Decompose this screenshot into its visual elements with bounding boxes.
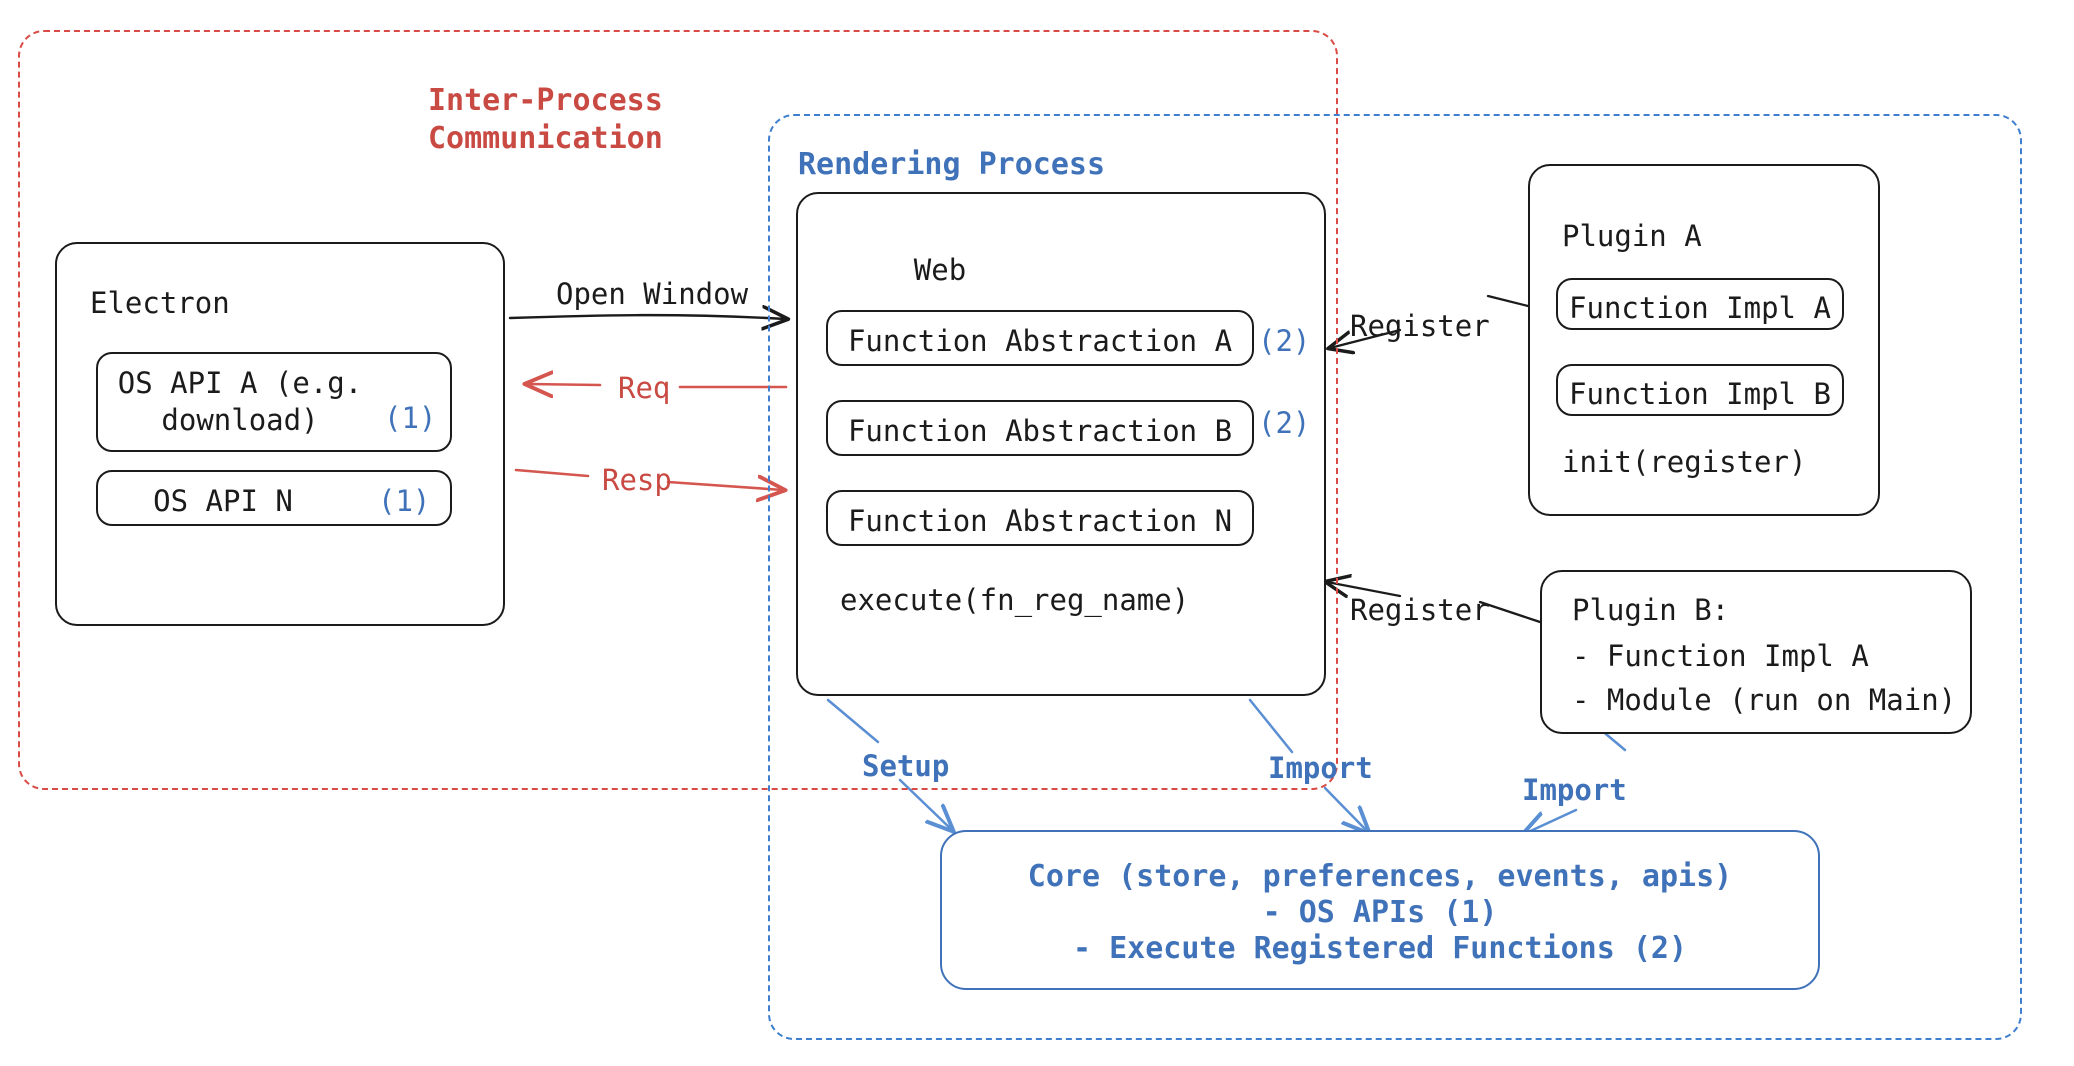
plugin-b-title: Plugin B:	[1572, 593, 1730, 627]
plugin-a-box[interactable]	[1528, 164, 1880, 516]
function-abstraction-a-box[interactable]	[826, 310, 1254, 366]
edge-label-import-plugin-b: Import	[1522, 773, 1627, 807]
core-line-title: Core (store, preferences, events, apis)	[1027, 859, 1733, 894]
function-impl-b-box[interactable]	[1556, 364, 1844, 416]
plugin-b-item-module: - Module (run on Main)	[1572, 683, 1957, 717]
os-api-n-label: OS API N	[153, 484, 293, 518]
plugin-b-item-function-impl-a: - Function Impl A	[1572, 639, 1869, 673]
function-impl-a-label: Function Impl A	[1569, 291, 1831, 325]
plugin-b-box[interactable]	[1540, 570, 1972, 734]
edge-label-resp: Resp	[602, 463, 672, 497]
group-label-ipc: Inter-Process Communication	[428, 83, 663, 157]
edge-label-setup: Setup	[862, 749, 950, 783]
group-inter-process-communication	[18, 30, 1338, 790]
edge-label-open-window: Open Window	[556, 277, 749, 311]
function-abstraction-a-label: Function Abstraction A	[847, 324, 1233, 358]
web-execute-label: execute(fn_reg_name)	[840, 583, 1190, 617]
os-api-n-box[interactable]	[96, 470, 452, 526]
os-api-a-box[interactable]	[96, 352, 452, 452]
plugin-a-title: Plugin A	[1562, 219, 1702, 253]
function-impl-a-box[interactable]	[1556, 278, 1844, 330]
function-impl-b-label: Function Impl B	[1569, 377, 1831, 411]
function-abstraction-n-box[interactable]	[826, 490, 1254, 546]
function-abstraction-b-box[interactable]	[826, 400, 1254, 456]
os-api-a-label: OS API A (e.g. download)	[117, 366, 363, 438]
electron-title: Electron	[90, 286, 230, 320]
core-line-execute-registered-functions: - Execute Registered Functions (2)	[1072, 931, 1688, 966]
edge-label-register-plugin-b: Register	[1350, 593, 1490, 627]
function-abstraction-n-label: Function Abstraction N	[847, 504, 1233, 538]
core-box[interactable]	[940, 830, 1820, 990]
function-abstraction-b-marker: (2)	[1258, 406, 1311, 440]
function-abstraction-b-label: Function Abstraction B	[847, 414, 1233, 448]
core-line-os-apis: - OS APIs (1)	[1262, 895, 1498, 930]
edge-label-req: Req	[618, 371, 671, 405]
plugin-a-init-label: init(register)	[1562, 445, 1807, 479]
edge-label-import-web: Import	[1268, 751, 1373, 785]
os-api-n-marker: (1)	[378, 484, 431, 518]
web-title: Web	[913, 253, 967, 287]
edge-label-register-plugin-a: Register	[1350, 309, 1490, 343]
function-abstraction-a-marker: (2)	[1258, 324, 1311, 358]
group-label-rendering-process: Rendering Process	[798, 147, 1106, 182]
group-rendering-process	[768, 114, 2022, 1040]
os-api-a-marker: (1)	[384, 401, 437, 435]
